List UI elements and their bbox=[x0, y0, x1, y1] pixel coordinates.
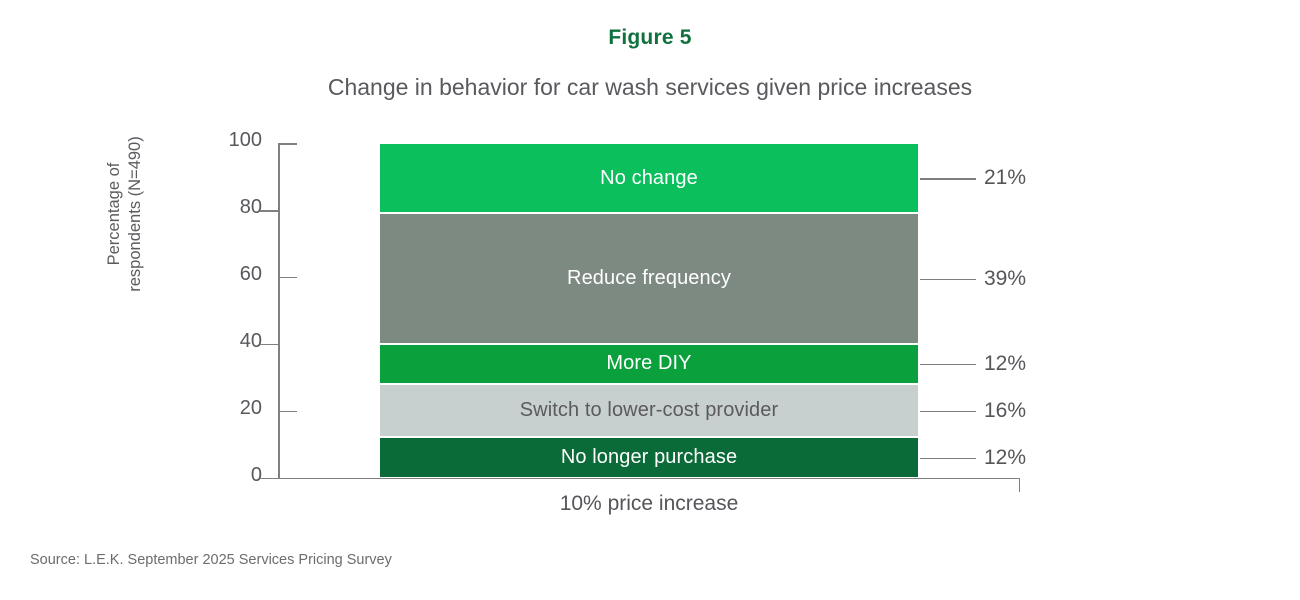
segment-value-label: 12% bbox=[984, 445, 1027, 469]
value-leader-line bbox=[920, 457, 976, 460]
bar-segment-label: Reduce frequency bbox=[567, 267, 731, 289]
value-leader-line bbox=[920, 363, 976, 366]
value-leader-line bbox=[920, 278, 976, 280]
y-axis-tick-label: 20 bbox=[239, 396, 262, 419]
bar-segment-label: More DIY bbox=[606, 352, 692, 375]
bar-segment[interactable]: More DIY bbox=[380, 343, 918, 384]
y-axis-title-line-1: Percentage of bbox=[105, 162, 123, 266]
bar-segment[interactable]: Switch to lower-cost provider bbox=[380, 383, 918, 438]
x-axis-end-cap bbox=[1018, 477, 1021, 492]
figure-number: Figure 5 bbox=[608, 26, 692, 49]
value-leader-line bbox=[920, 410, 976, 413]
y-axis-title-line-2: respondents (N=490) bbox=[126, 136, 144, 292]
segment-value-label: 39% bbox=[984, 266, 1027, 290]
y-axis-tick-label: 80 bbox=[239, 195, 262, 218]
bar-segment-label: No longer purchase bbox=[560, 445, 738, 468]
bar-segment-label: Switch to lower-cost provider bbox=[519, 399, 779, 422]
y-axis-tick-mark bbox=[278, 276, 297, 279]
y-axis-tick-mark bbox=[260, 209, 279, 212]
bar-segment[interactable]: No longer purchase bbox=[380, 437, 918, 478]
y-axis-tick-mark bbox=[260, 343, 279, 346]
y-axis-title: Percentage of respondents (N=490) bbox=[104, 74, 146, 354]
y-axis-spine bbox=[278, 143, 280, 479]
figure-subtitle: Change in behavior for car wash services… bbox=[327, 74, 973, 100]
bar-segment-label: No change bbox=[600, 166, 698, 189]
y-axis-tick-mark bbox=[278, 143, 297, 145]
segment-value-label: 21% bbox=[984, 166, 1027, 190]
y-axis-tick-label: 100 bbox=[228, 129, 262, 151]
value-leader-line bbox=[920, 178, 976, 180]
x-axis-category-label: 10% price increase bbox=[559, 492, 739, 515]
segment-value-label: 12% bbox=[984, 351, 1027, 375]
bar-segment[interactable]: No change bbox=[380, 143, 918, 214]
source-note: Source: L.E.K. September 2025 Services P… bbox=[30, 552, 392, 568]
y-axis-tick-label: 40 bbox=[239, 329, 262, 352]
x-axis-spine bbox=[278, 477, 1020, 480]
y-axis-tick-mark bbox=[260, 477, 279, 480]
bar-segment[interactable]: Reduce frequency bbox=[380, 213, 918, 344]
segment-value-label: 16% bbox=[984, 398, 1027, 422]
y-axis-tick-label: 60 bbox=[239, 262, 262, 285]
y-axis-tick-label: 0 bbox=[250, 463, 262, 486]
y-axis-tick-mark bbox=[278, 410, 297, 413]
